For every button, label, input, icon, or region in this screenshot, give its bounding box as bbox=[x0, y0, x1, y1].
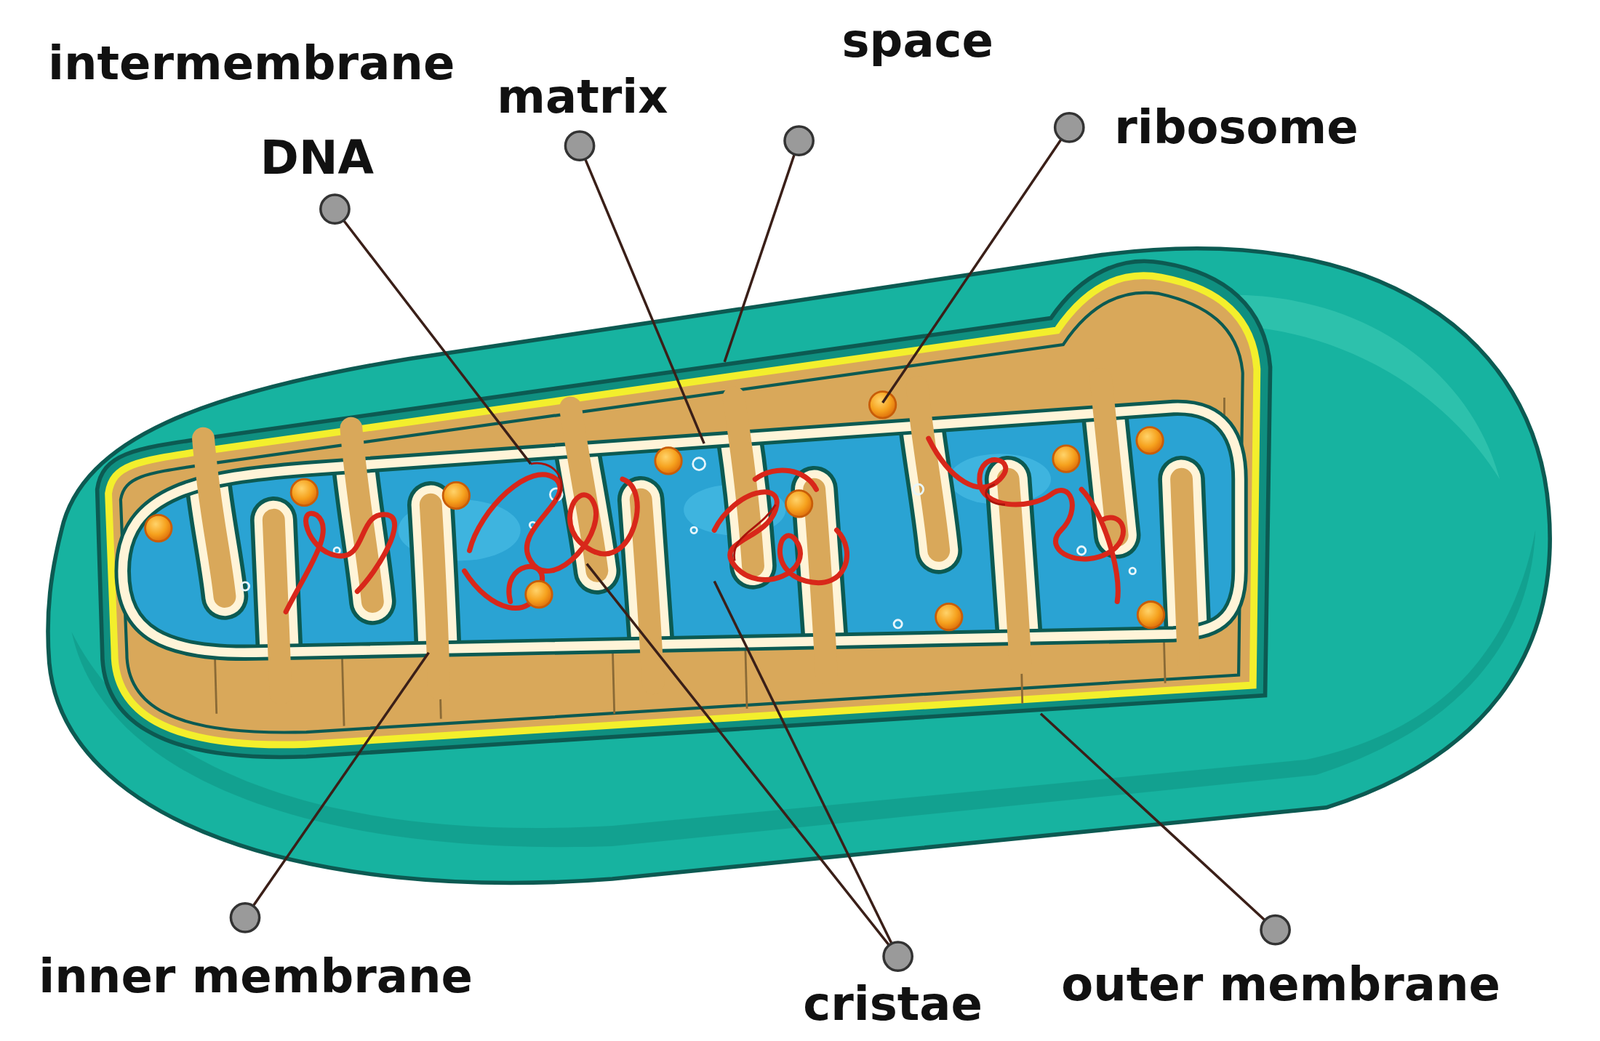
part-label: DNA bbox=[260, 132, 374, 184]
outer-body bbox=[48, 248, 1550, 884]
ribosomes bbox=[145, 392, 1165, 631]
part-label: cristae bbox=[802, 978, 983, 1030]
part-label: outer membrane bbox=[1061, 959, 1501, 1011]
part-label: intermembrane bbox=[48, 37, 455, 89]
leader-lines bbox=[245, 127, 1276, 957]
outer-membrane-band bbox=[108, 275, 1257, 745]
matrix-granules bbox=[240, 458, 1136, 629]
cut-face bbox=[97, 261, 1271, 758]
part-label: inner membrane bbox=[38, 951, 473, 1003]
dna-strands bbox=[285, 438, 1123, 612]
intermembrane-region bbox=[120, 293, 1243, 734]
inner-membrane-outline bbox=[122, 408, 1240, 654]
dna-strand-shading bbox=[530, 463, 1006, 561]
part-label: ribosome bbox=[1114, 101, 1358, 153]
part-label: matrix bbox=[496, 71, 668, 123]
inner-membrane bbox=[122, 408, 1240, 654]
part-label: space bbox=[842, 15, 994, 67]
leader-dots bbox=[230, 113, 1290, 972]
